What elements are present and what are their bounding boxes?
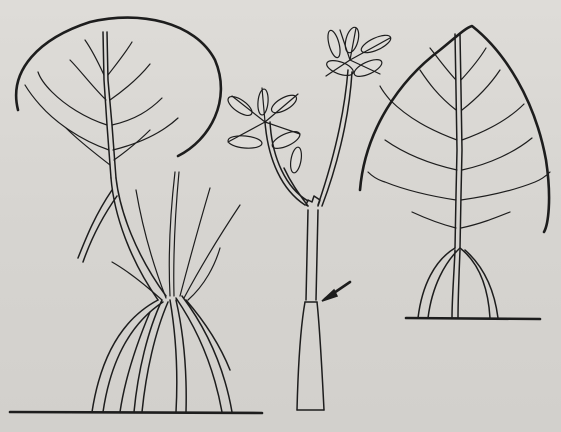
left-lower-trunk [78,178,166,300]
left-leaf-cluster [225,88,303,174]
right-tree [360,26,550,319]
sapling-stem [297,196,324,410]
left-tree [10,18,262,413]
right-branches [368,48,550,228]
left-upper-branches [25,40,178,165]
right-canopy-outline [360,26,549,232]
right-trunk [455,34,457,248]
left-prop-roots [92,296,232,412]
right-roots [418,248,498,318]
arrow-icon [322,282,350,301]
left-ground-line [10,412,262,413]
middle-sapling [225,26,393,410]
top-leaf-cluster [325,26,393,80]
right-ground-line [406,318,540,319]
